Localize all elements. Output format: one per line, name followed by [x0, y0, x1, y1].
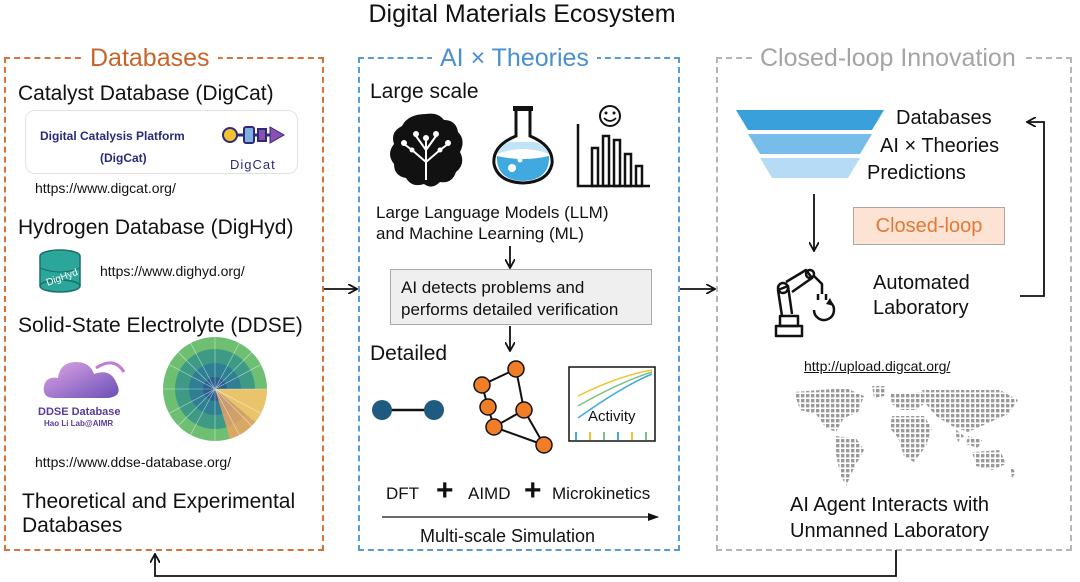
plus-sign-1: + — [436, 474, 454, 507]
digcat-card-line1: Digital Catalysis Platform — [40, 129, 185, 143]
return-to-databases-arrow — [155, 550, 897, 577]
llm-line1: Large Language Models (LLM) — [376, 203, 609, 222]
robot-arm-icon — [774, 268, 836, 338]
aimd-label: AIMD — [468, 484, 511, 503]
dimer-molecule-icon — [372, 400, 444, 420]
ai-theories-panel-title: AI × Theories — [432, 44, 597, 73]
microkinetics-label: Microkinetics — [552, 484, 651, 503]
plus-sign-2: + — [524, 474, 542, 507]
verify-line1: AI detects problems and — [401, 278, 585, 297]
agent-line1: AI Agent Interacts with — [790, 494, 989, 516]
verify-line2: performs detailed verification — [401, 300, 619, 319]
ddse-sunburst-icon — [163, 337, 267, 441]
funnel-label-ai-theories: AI × Theories — [880, 135, 1000, 157]
flask-icon — [492, 106, 554, 185]
ddse-heading: Solid-State Electrolyte (DDSE) — [18, 314, 303, 337]
databases-panel-title: Databases — [82, 44, 218, 73]
dighyd-heading: Hydrogen Database (DigHyd) — [18, 216, 294, 239]
digcat-heading: Catalyst Database (DigCat) — [18, 82, 274, 105]
dighyd-logo-icon: DigHyd — [39, 249, 81, 293]
db-footer-line1: Theoretical and Experimental — [22, 490, 296, 513]
detailed-heading: Detailed — [370, 342, 448, 365]
agent-line2: Unmanned Laboratory — [790, 520, 990, 542]
funnel-icon — [736, 110, 884, 178]
digcat-url-link[interactable]: https://www.digcat.org/ — [35, 180, 176, 196]
lab-line2: Laboratory — [873, 297, 969, 319]
closed-loop-box: Closed-loop — [853, 207, 1005, 245]
cluster-molecule-icon — [473, 360, 553, 454]
upload-url-link[interactable]: http://upload.digcat.org/ — [804, 358, 951, 374]
large-scale-heading: Large scale — [370, 80, 479, 103]
world-map-icon — [794, 386, 1018, 486]
multiscale-label: Multi-scale Simulation — [420, 526, 596, 546]
dft-label: DFT — [386, 484, 420, 503]
page-title: Digital Materials Ecosystem — [368, 0, 676, 28]
lab-line1: Automated — [873, 272, 970, 294]
digcat-logo-text: DigCat — [230, 157, 276, 172]
funnel-label-databases: Databases — [896, 107, 992, 129]
ddse-url-link[interactable]: https://www.ddse-database.org/ — [35, 454, 232, 470]
llm-line2: and Machine Learning (ML) — [376, 224, 584, 243]
verification-box: AI detects problems and performs detaile… — [390, 269, 652, 325]
activity-plot-icon — [568, 366, 656, 442]
ddse-logo-line2: Hao Li Lab@AIMR — [44, 419, 114, 428]
db-footer-line2: Databases — [22, 514, 123, 537]
digcat-logo-icon: DigCat — [222, 126, 286, 172]
closed-loop-panel-title: Closed-loop Innovation — [752, 44, 1024, 73]
bar-chart-smiley-icon — [576, 105, 650, 188]
dighyd-url-link[interactable]: https://www.dighyd.org/ — [100, 263, 245, 279]
digcat-card-line2: (DigCat) — [100, 151, 147, 165]
funnel-label-predictions: Predictions — [867, 162, 966, 184]
activity-label: Activity — [588, 408, 636, 425]
ddse-logo-line1: DDSE Database — [38, 406, 121, 418]
digcat-card[interactable]: Digital Catalysis Platform (DigCat) DigC… — [25, 110, 298, 174]
brain-tree-icon — [390, 113, 463, 187]
ddse-cloud-logo-icon — [43, 361, 126, 398]
